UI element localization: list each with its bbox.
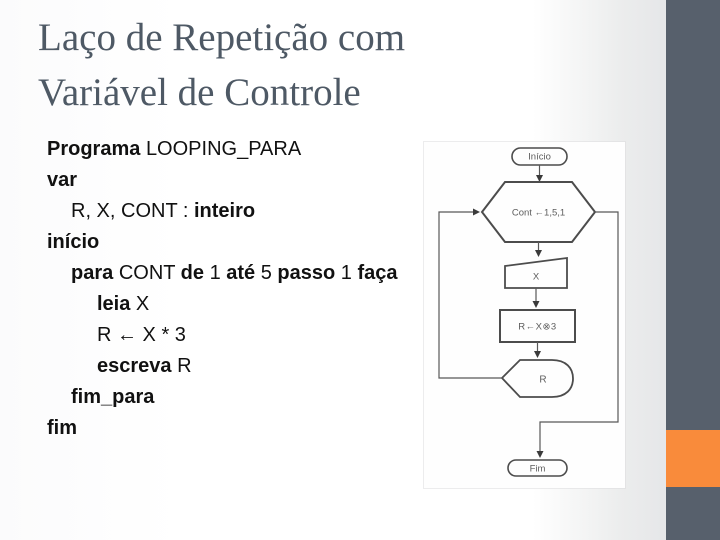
flowchart-exit-line: [536, 211, 619, 458]
svg-text:Cont ←1,5,1: Cont ←1,5,1: [512, 208, 565, 219]
flowchart-input-shape: X: [504, 256, 568, 289]
svg-text:R←X⊗3: R←X⊗3: [518, 322, 556, 333]
flowchart-connector: [536, 165, 543, 182]
flowchart-connector: [534, 342, 541, 358]
page-title: Laço de Repetição com Variável de Contro…: [38, 10, 638, 120]
code-line: escreva R: [97, 355, 192, 377]
flowchart-image: Início Cont ←1,5,1 X: [424, 142, 625, 488]
svg-text:Fim: Fim: [530, 464, 546, 475]
code-line: Programa LOOPING_PARA: [47, 138, 302, 160]
code-line: R ← X * 3: [97, 324, 186, 346]
code-line: var: [47, 169, 78, 191]
page-title-line2: Variável de Controle: [38, 71, 361, 114]
code-line: leia X: [97, 293, 150, 315]
flowchart-output-display: R: [500, 359, 574, 398]
svg-text:X: X: [533, 272, 540, 283]
flowchart-start-terminator: Início: [511, 147, 568, 166]
flowchart-process-box: R←X⊗3: [499, 309, 576, 343]
code-line: fim: [47, 417, 77, 439]
flowchart-connector: [535, 242, 542, 257]
svg-text:Início: Início: [528, 152, 551, 163]
page-title-line1: Laço de Repetição com: [38, 16, 406, 59]
code-line: fim_para: [71, 386, 155, 408]
flowchart-connector: [532, 288, 540, 308]
svg-text:R: R: [539, 375, 546, 386]
flowchart-svg: Início Cont ←1,5,1 X: [438, 147, 619, 477]
code-line: para CONT de 1 até 5 passo 1 faça: [71, 262, 398, 284]
code-line: início: [47, 231, 100, 253]
accent-square: [666, 430, 720, 487]
flowchart-loop-hexagon: Cont ←1,5,1: [480, 181, 597, 243]
flowchart-loopback-line: [438, 208, 502, 379]
code-line: R, X, CONT : inteiro: [71, 200, 256, 222]
flowchart-end-terminator: Fim: [507, 459, 568, 477]
